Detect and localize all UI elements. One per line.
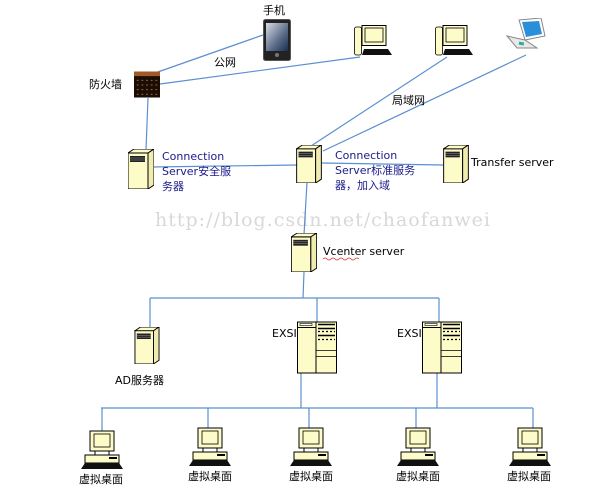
phone-icon[interactable] xyxy=(263,19,291,61)
laptop-icon[interactable] xyxy=(506,18,546,49)
edge-standard-laptop xyxy=(322,54,527,152)
vcenter-server-label: Vcenter server xyxy=(323,245,405,258)
exsi-1-label: EXSI xyxy=(272,327,297,340)
virtual-desktop-icon[interactable] xyxy=(81,430,123,470)
standard-server-label-1: Connection xyxy=(335,149,397,162)
desktop-pc-icon[interactable] xyxy=(354,25,393,56)
edge-vcenter-bus xyxy=(302,271,305,299)
exsi-host-icon[interactable] xyxy=(297,321,337,374)
public-net-label: 公网 xyxy=(214,56,236,69)
edge-standard-transfer xyxy=(321,162,444,166)
firewall-label: 防火墙 xyxy=(89,77,122,91)
exsi-host-icon[interactable] xyxy=(422,321,462,374)
virtual-desktop-label: 虚拟桌面 xyxy=(507,469,551,483)
edge-standard-vcenter xyxy=(303,181,308,236)
virtual-desktop-icon[interactable] xyxy=(397,427,439,467)
lan-label: 局域网 xyxy=(392,94,425,107)
ad-server-icon[interactable] xyxy=(134,327,160,364)
virtual-desktop-label: 虚拟桌面 xyxy=(396,469,440,483)
edge-firewall-phone xyxy=(154,34,264,74)
ad-server-label: AD服务器 xyxy=(115,374,164,387)
transfer-server-label: Transfer server xyxy=(470,156,554,169)
standard-server-icon[interactable] xyxy=(296,145,322,183)
virtual-desktop-label: 虚拟桌面 xyxy=(79,472,123,486)
security-server-icon[interactable] xyxy=(128,149,154,189)
edge-security-standard xyxy=(151,164,298,168)
desktop-pc-icon[interactable] xyxy=(435,25,474,56)
vcenter-server-icon[interactable] xyxy=(291,233,317,272)
exsi-2-label: EXSI xyxy=(397,327,422,340)
edge-standard-pc2 xyxy=(310,56,448,147)
security-server-label-3: 务器 xyxy=(162,180,184,193)
virtual-desktop-icon[interactable] xyxy=(509,427,551,467)
watermark: http://blog.csdn.net/chaofanwei xyxy=(155,209,491,231)
spellcheck-underline xyxy=(322,257,360,261)
security-server-label-1: Connection xyxy=(162,150,224,163)
virtual-desktop-icon[interactable] xyxy=(290,427,332,467)
connections xyxy=(101,34,534,432)
standard-server-label-3: 器，加入域 xyxy=(335,179,390,192)
edge-firewall-security-server xyxy=(145,97,149,151)
phone-label: 手机 xyxy=(263,3,285,17)
virtual-desktop-label: 虚拟桌面 xyxy=(289,469,333,483)
security-server-label-2: Server安全服 xyxy=(162,164,231,178)
transfer-server-icon[interactable] xyxy=(443,145,469,183)
standard-server-label-2: Server标准服务 xyxy=(335,163,415,177)
virtual-desktop-label: 虚拟桌面 xyxy=(188,469,232,483)
firewall-icon[interactable] xyxy=(134,71,160,98)
edge-firewall-pc1 xyxy=(159,56,361,85)
virtual-desktop-icon[interactable] xyxy=(189,427,231,467)
